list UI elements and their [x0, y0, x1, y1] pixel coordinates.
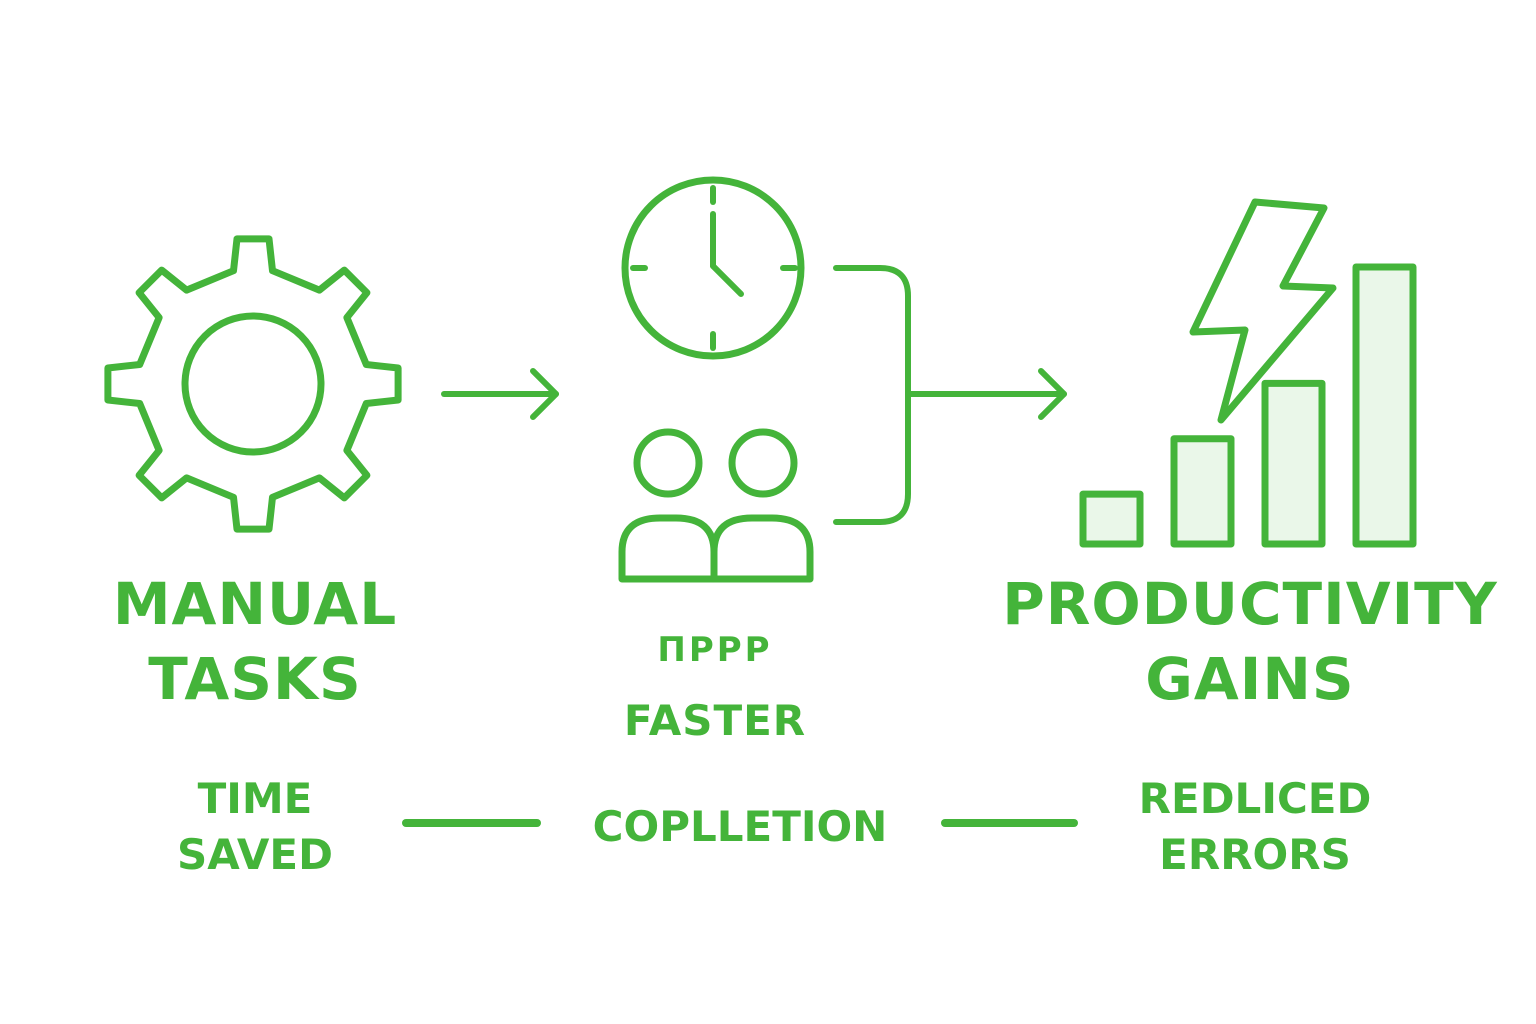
label-reduced-line2: ERRORS	[1159, 830, 1351, 879]
gear-hub-circle	[181, 312, 325, 456]
label-middle-garbled: ΠPPP	[657, 630, 773, 670]
growth-bar	[1261, 379, 1326, 548]
growth-bar	[1170, 435, 1235, 548]
growth-bar	[1352, 263, 1417, 548]
arrow-right-1	[441, 368, 559, 420]
label-completion: COPLLETION	[592, 802, 888, 851]
users-icon	[618, 428, 814, 583]
lightning-bolt-icon	[1189, 198, 1337, 424]
gear-icon	[104, 235, 402, 533]
arrow-right-2	[905, 368, 1067, 420]
label-reduced-line1: REDLICED	[1138, 774, 1372, 823]
bar-chart-icon	[1079, 263, 1417, 548]
label-time-saved-line1: TIME	[197, 774, 313, 823]
label-manual-line2: TASKS	[148, 645, 362, 713]
label-productivity-line2: GAINS	[1145, 645, 1355, 713]
growth-bar	[1079, 490, 1144, 548]
merge-bracket	[833, 265, 911, 525]
label-time-saved-line2: SAVED	[177, 830, 333, 879]
clock-minute-hand	[710, 263, 744, 297]
label-faster: FASTER	[623, 696, 807, 745]
clock-icon	[621, 176, 805, 360]
label-productivity-line1: PRODUCTIVITY	[1002, 570, 1498, 638]
label-manual-line1: MANUAL	[112, 570, 398, 638]
